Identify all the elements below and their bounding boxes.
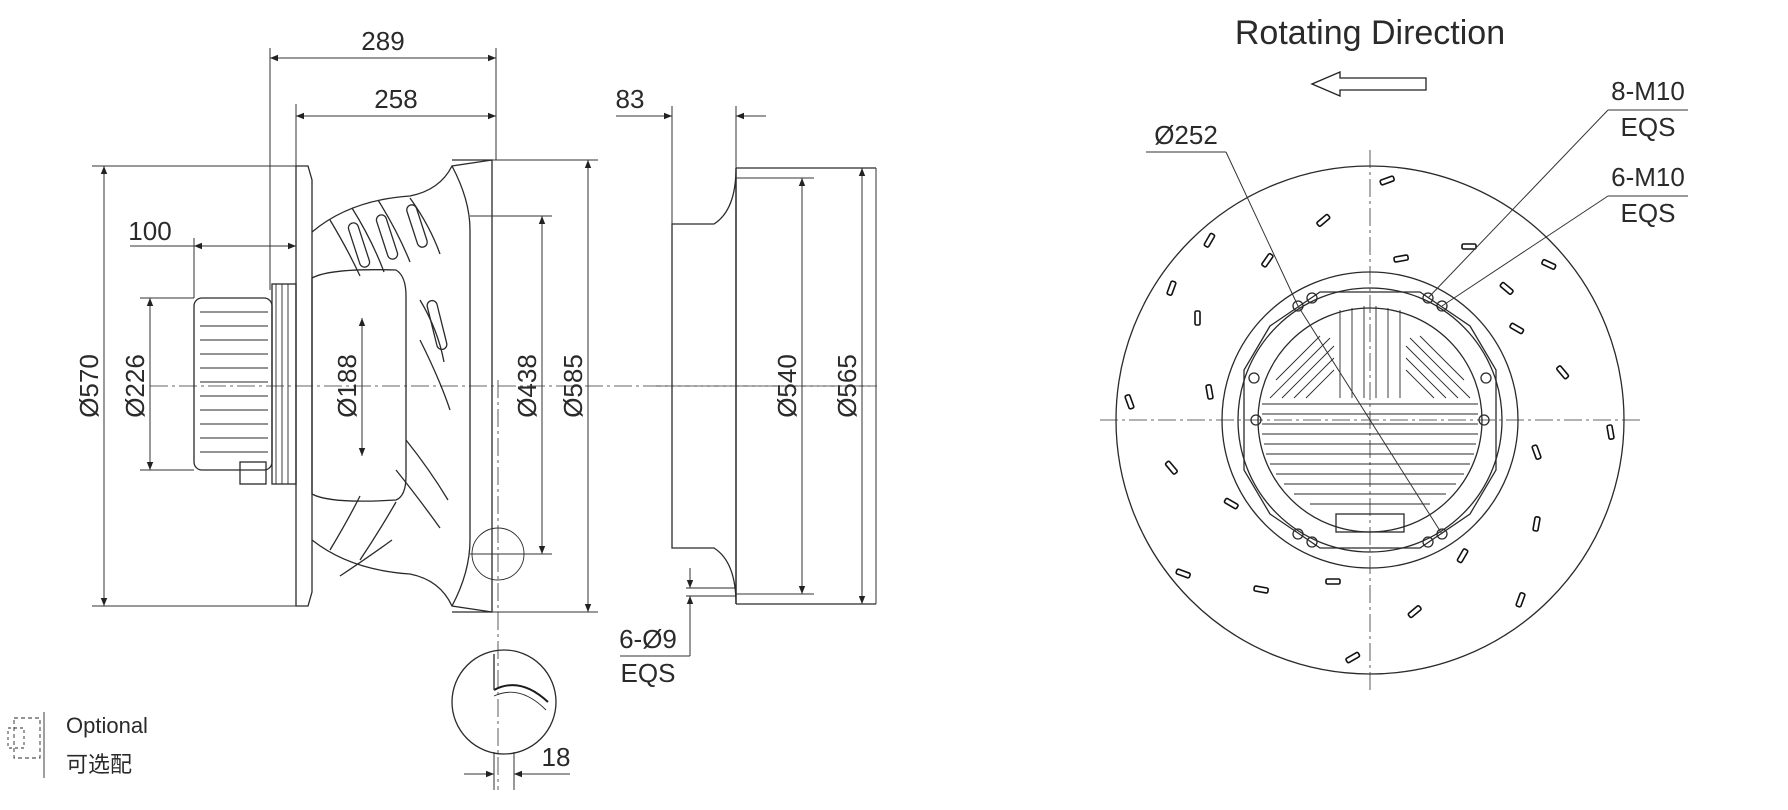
dim-570-label: Ø570	[74, 354, 104, 418]
dim-18-label: 18	[542, 742, 571, 772]
dim-540: Ø540	[736, 177, 814, 595]
dim-289-label: 289	[361, 26, 404, 56]
terminal-box	[1335, 513, 1405, 533]
dim-226-label: Ø226	[120, 354, 150, 418]
dim-289: 289	[269, 26, 497, 290]
dim-83-label: 83	[616, 84, 645, 114]
dim-565: Ø565	[832, 168, 877, 604]
dim-540-label: Ø540	[772, 354, 802, 418]
dim-83: 83	[616, 84, 766, 224]
impeller-blades	[311, 159, 493, 613]
dim-585-label: Ø585	[558, 354, 588, 418]
optional-legend: Optional 可选配	[7, 712, 148, 778]
dim-100: 100	[128, 216, 296, 298]
dim-570: Ø570	[74, 165, 296, 607]
holes-label: 6-Ø9	[619, 624, 677, 654]
detail-view: 18	[451, 649, 571, 790]
shroud-outline	[452, 159, 493, 613]
dim-226: Ø226	[120, 297, 194, 471]
front-view: Rotating Direction	[1100, 14, 1688, 690]
dim-438: Ø438	[470, 215, 552, 555]
dim-188: Ø188	[332, 318, 366, 456]
shroud-curve	[451, 165, 471, 607]
rotation-arrow-icon	[1310, 71, 1427, 97]
optional-part-icon	[7, 712, 45, 778]
callout-6-d9: 6-Ø9 EQS	[619, 568, 694, 688]
side-view: 289 258 100 Ø570 Ø226	[74, 26, 870, 790]
inlet-ring-view: 83 Ø540 Ø565 6-Ø9 EQS	[616, 84, 880, 688]
holes-eqs-label: EQS	[621, 658, 676, 688]
dim-258-label: 258	[374, 84, 417, 114]
dim-100-label: 100	[128, 216, 171, 246]
motor-flange	[1243, 291, 1497, 549]
callout-6-m10-label: 6-M10	[1611, 162, 1685, 192]
dim-258: 258	[295, 84, 496, 166]
callout-6-m10-eqs: EQS	[1621, 198, 1676, 228]
dim-252-label: Ø252	[1154, 120, 1218, 150]
flange-bolts	[1248, 292, 1492, 548]
callout-8-m10-eqs: EQS	[1621, 112, 1676, 142]
dim-438-label: Ø438	[512, 354, 542, 418]
motor-body	[193, 283, 297, 485]
callout-6-m10: 6-M10 EQS	[1441, 162, 1688, 307]
callout-252: Ø252	[1146, 120, 1443, 535]
impeller-slots	[1124, 175, 1615, 664]
motor-grille	[1262, 306, 1478, 505]
optional-label-en: Optional	[66, 713, 148, 738]
callout-8-m10: 8-M10 EQS	[1427, 76, 1688, 299]
dim-585: Ø585	[492, 159, 598, 613]
callout-8-m10-label: 8-M10	[1611, 76, 1685, 106]
dim-565-label: Ø565	[832, 354, 862, 418]
dim-188-label: Ø188	[332, 354, 362, 418]
optional-label-cn: 可选配	[66, 752, 132, 777]
rotating-direction-title: Rotating Direction	[1235, 14, 1505, 52]
